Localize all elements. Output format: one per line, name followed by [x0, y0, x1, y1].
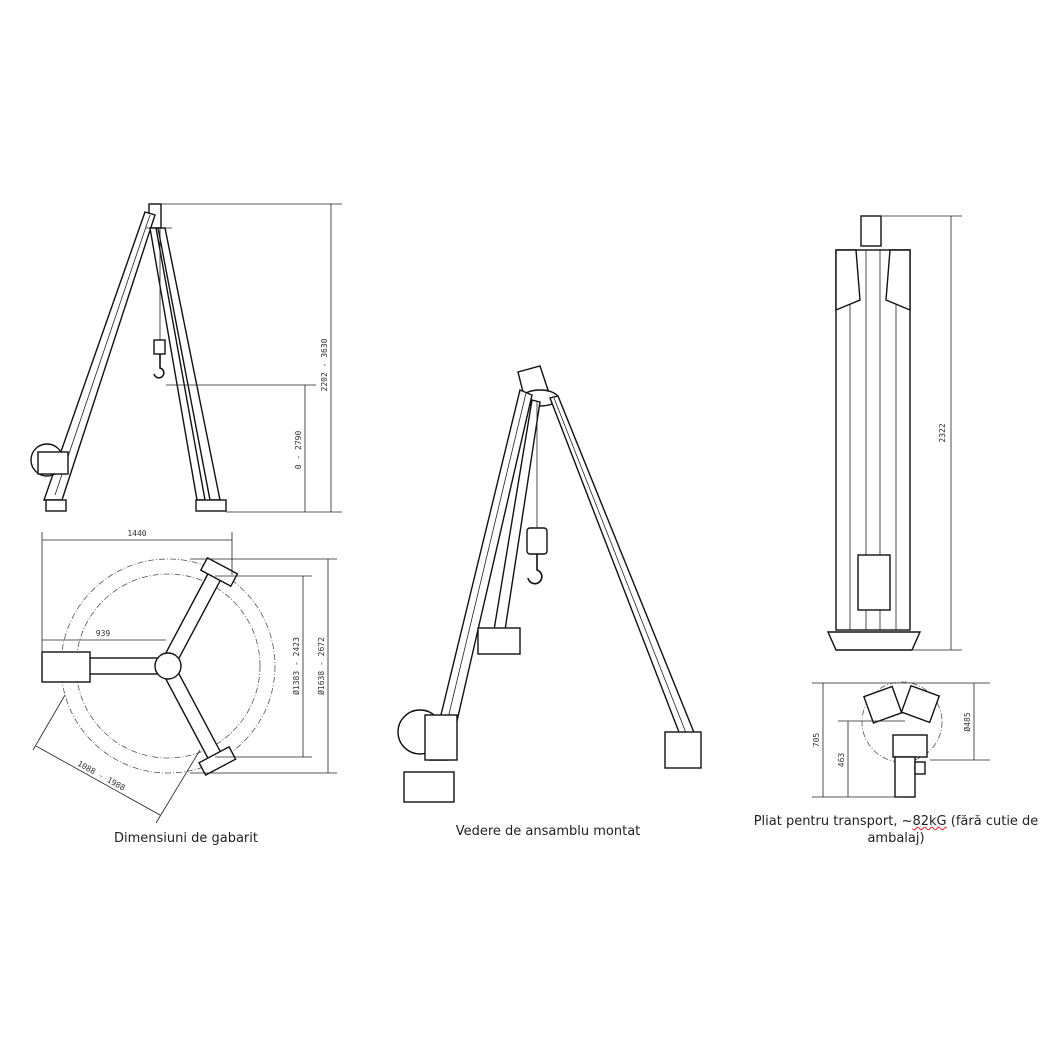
caption-folded-text-2: (fără cutie de	[946, 814, 1039, 829]
caption-overall-dimensions: Dimensiuni de gabarit	[113, 831, 258, 846]
iso-hook-block	[526, 527, 548, 555]
center-hub	[154, 652, 182, 680]
caption-weight: 82kG	[912, 814, 947, 829]
caption-folded-text: Pliat pentru transport, ~	[753, 814, 913, 829]
iso-foot-front	[403, 771, 455, 803]
iso-leg-right	[549, 395, 696, 741]
iso-foot-back	[477, 627, 521, 655]
folded-feet	[826, 631, 922, 651]
iso-foot-right	[664, 731, 702, 769]
caption-folded-view: Pliat pentru transport, ~82kG (fără cuti…	[736, 813, 1056, 847]
folded-top-view: 705 463 Ø485	[812, 681, 990, 798]
hook-block	[153, 339, 166, 355]
caption-assembled-view: Vedere de ansamblu montat	[455, 824, 641, 839]
dim-center-depth: 463	[837, 753, 846, 768]
folded-foot-left	[862, 685, 903, 724]
iso-leg-front	[429, 389, 533, 761]
dim-width: 1440	[127, 529, 146, 538]
caption-folded-line2: ambalaj)	[867, 831, 925, 846]
rear-leg-1	[157, 227, 221, 501]
top-view: 1440 939 Ø1383 - 2423 Ø1638 - 2672 1088 …	[32, 529, 337, 824]
foot-right	[195, 499, 227, 512]
folded-front-view: 2322	[826, 215, 962, 651]
foot-left	[45, 499, 67, 512]
dim-outer-circle: Ø1638 - 2672	[316, 637, 326, 695]
dim-depth: 705	[812, 733, 821, 748]
rear-leg-2	[149, 227, 206, 501]
folded-head	[860, 215, 882, 247]
iso-hook	[527, 554, 543, 585]
dim-inner-circle: Ø1383 - 2423	[291, 637, 301, 695]
dim-total-height: 2202 - 3630	[320, 338, 329, 391]
folded-circle	[861, 681, 943, 763]
assembled-iso-view	[397, 365, 702, 803]
side-elevation-view: 2202 - 3630 0 - 2790	[30, 203, 342, 513]
folded-winch	[857, 554, 891, 611]
dim-diameter: Ø485	[962, 712, 972, 731]
iso-head	[517, 365, 549, 397]
folded-foot-right	[900, 684, 941, 724]
dim-arm-length: 939	[96, 629, 111, 638]
hook	[153, 354, 165, 379]
dim-leg-span: 1088 - 1988	[76, 759, 127, 793]
dim-folded-height: 2322	[938, 423, 947, 442]
dim-hook-height: 0 - 2790	[294, 431, 303, 470]
